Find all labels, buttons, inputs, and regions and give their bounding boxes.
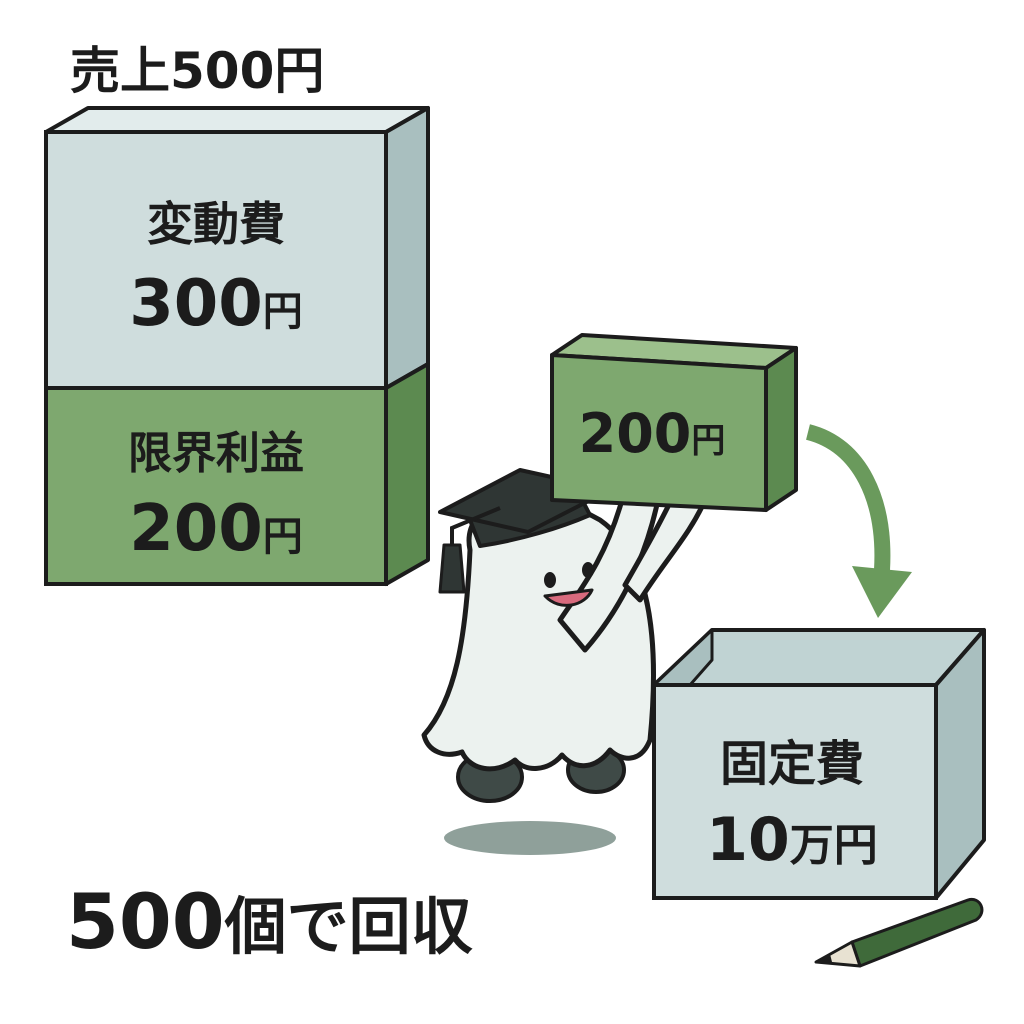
payback-conclusion: 500個で回収 (66, 877, 473, 966)
pencil-tip-wood (814, 940, 862, 968)
ghost-right-eye (582, 562, 594, 578)
curved-arrow-shaft (805, 424, 891, 571)
curved-arrow-head (852, 566, 912, 618)
fixed-cost-box: 固定費 10万円 (652, 628, 986, 900)
pencil-icon (814, 897, 984, 968)
ghost-left-eye (544, 572, 556, 588)
graduation-cap-tassel (438, 543, 466, 594)
fixed-cost-label: 固定費 (720, 736, 864, 792)
variable-cost-label: 変動費 (147, 197, 285, 251)
payback-count: 500 (66, 877, 225, 966)
lifted-block-value: 200円 (579, 402, 726, 465)
variable-cost-segment (44, 130, 388, 390)
curved-arrow (805, 424, 912, 618)
marginal-profit-label: 限界利益 (128, 428, 304, 479)
variable-cost-value: 300円 (129, 267, 303, 341)
lifted-profit-block: 200円 (550, 333, 798, 512)
stack-top-face (44, 106, 430, 134)
payback-text: 個で回収 (224, 890, 473, 963)
stack-side-face-upper (384, 106, 430, 390)
lifted-block-side-face (764, 346, 798, 512)
fixed-cost-value: 10万円 (706, 805, 878, 875)
lifted-block-front-face (550, 353, 768, 512)
sales-title: 売上500円 (70, 42, 324, 100)
stack-side-face-lower (384, 362, 430, 586)
marginal-profit-value: 200円 (129, 492, 303, 566)
sales-stack-block: 変動費 300円 限界利益 200円 (44, 106, 430, 586)
ghost-mouth (543, 588, 594, 607)
fixed-box-front-face (652, 683, 938, 900)
pencil-tip-lead (816, 954, 832, 962)
ghost-shadow (444, 821, 616, 855)
pencil-body (850, 897, 984, 968)
graduation-cap-tassel-cord (450, 506, 501, 548)
marginal-profit-segment (44, 386, 388, 586)
sales-title-text: 売上500円 (70, 42, 324, 100)
